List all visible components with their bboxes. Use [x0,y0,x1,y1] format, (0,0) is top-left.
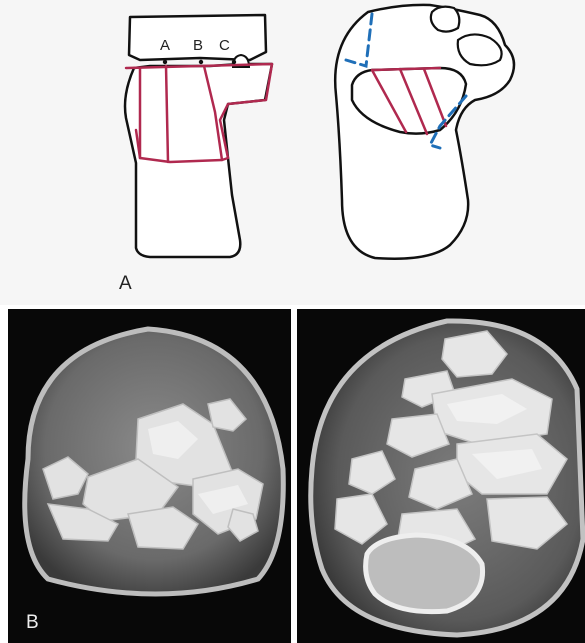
navicular-outline [431,7,459,32]
ct-image-left [8,309,291,643]
ct-scan-left [8,309,291,643]
marker-label-c: C [219,37,230,54]
panel-label-b: B [26,612,39,634]
marker-label-b: B [193,37,203,54]
marker-dot-c [232,60,236,64]
marker-dot-a [163,60,167,64]
foot-outline-diagrams: A B C [0,0,585,305]
ct-scan-right [297,309,585,643]
panel-label-a: A [119,273,132,295]
calcaneus-section [366,535,483,612]
diagram-panel-a: A B C A [0,0,585,305]
ct-panel-b: B [0,305,585,643]
marker-dot-b [199,60,203,64]
marker-label-a: A [160,37,170,54]
ct-image-right [297,309,585,643]
